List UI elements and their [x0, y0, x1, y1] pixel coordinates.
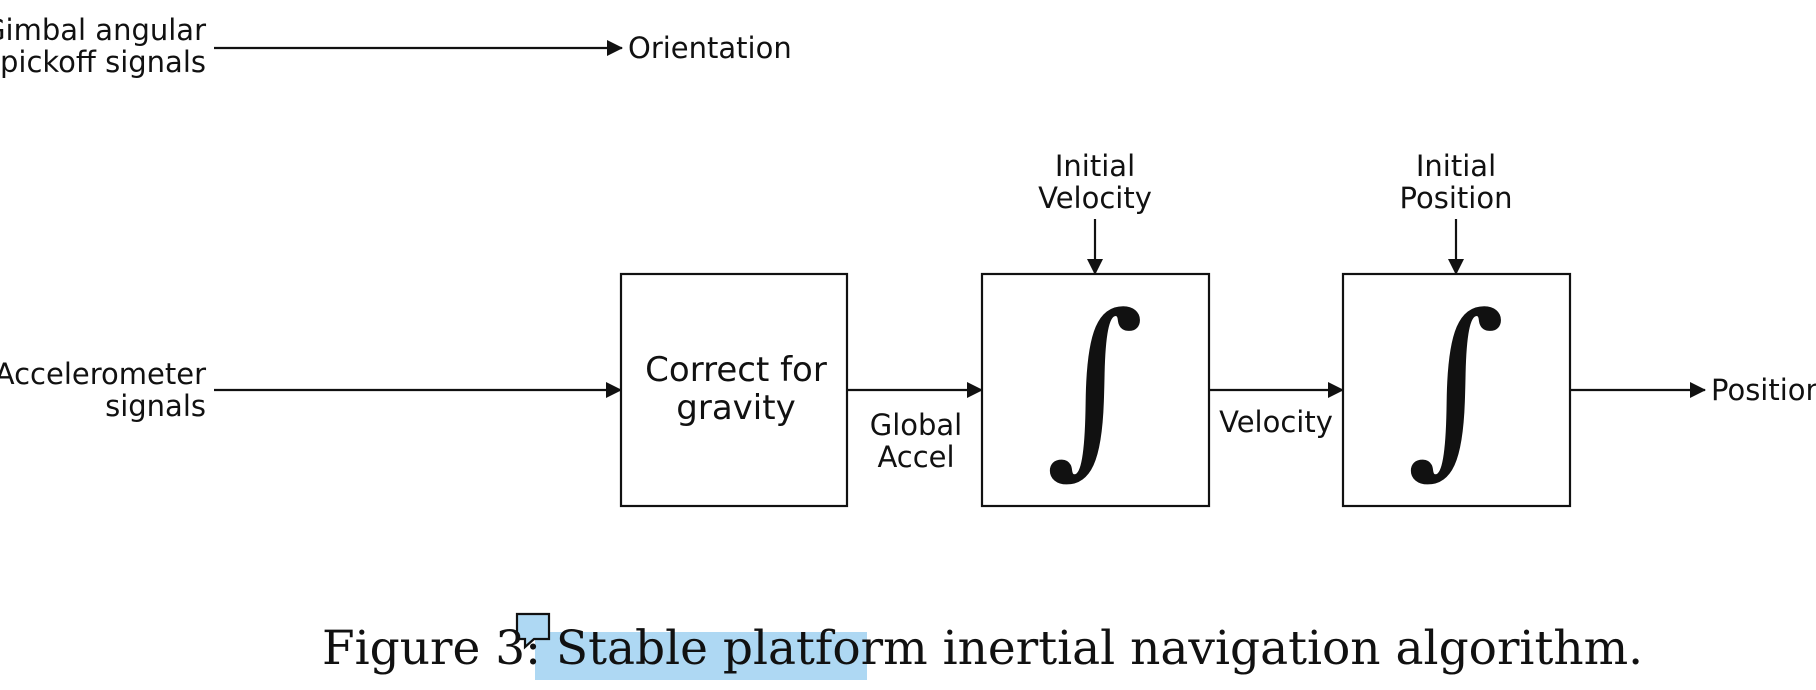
velocity-integrator-block — [980, 272, 1211, 508]
gravity-block-label-line2: gravity — [676, 388, 795, 428]
gravity-correction-block — [619, 272, 849, 508]
gimbal-input-label-line1: Gimbal angular — [0, 13, 206, 47]
initial-position-label-line2: Position — [1400, 181, 1513, 215]
gravity-block-label-line1: Correct for — [645, 350, 827, 390]
accelerometer-input-label-line1: Accelerometer — [0, 357, 206, 391]
position-integrator-block — [1341, 272, 1572, 508]
position-output-label: Position — [1711, 373, 1816, 407]
figure-caption: Figure 3: Stable platform inertial navig… — [322, 621, 1643, 676]
velocity-integral-symbol: ∫ — [1046, 274, 1145, 495]
global-accel-label-line2: Accel — [877, 440, 954, 474]
global-accel-label-line1: Global — [870, 408, 963, 442]
accelerometer-input-label-line2: signals — [105, 389, 206, 423]
caption-rest: inertial navigation algorithm. — [943, 621, 1644, 676]
initial-velocity-label-line2: Velocity — [1038, 181, 1152, 215]
caption-prefix: Figure 3: — [322, 621, 541, 676]
gimbal-input-label-line2: pickoff signals — [0, 45, 206, 79]
initial-velocity-label-line1: Initial — [1055, 149, 1135, 183]
velocity-signal-label: Velocity — [1219, 405, 1333, 439]
comment-icon[interactable] — [515, 612, 551, 650]
orientation-output-label: Orientation — [628, 31, 792, 65]
caption-highlighted-text: Stable platform — [556, 621, 928, 676]
caption-highlight — [535, 632, 867, 680]
initial-position-label-line1: Initial — [1416, 149, 1496, 183]
position-integral-symbol: ∫ — [1407, 274, 1506, 495]
